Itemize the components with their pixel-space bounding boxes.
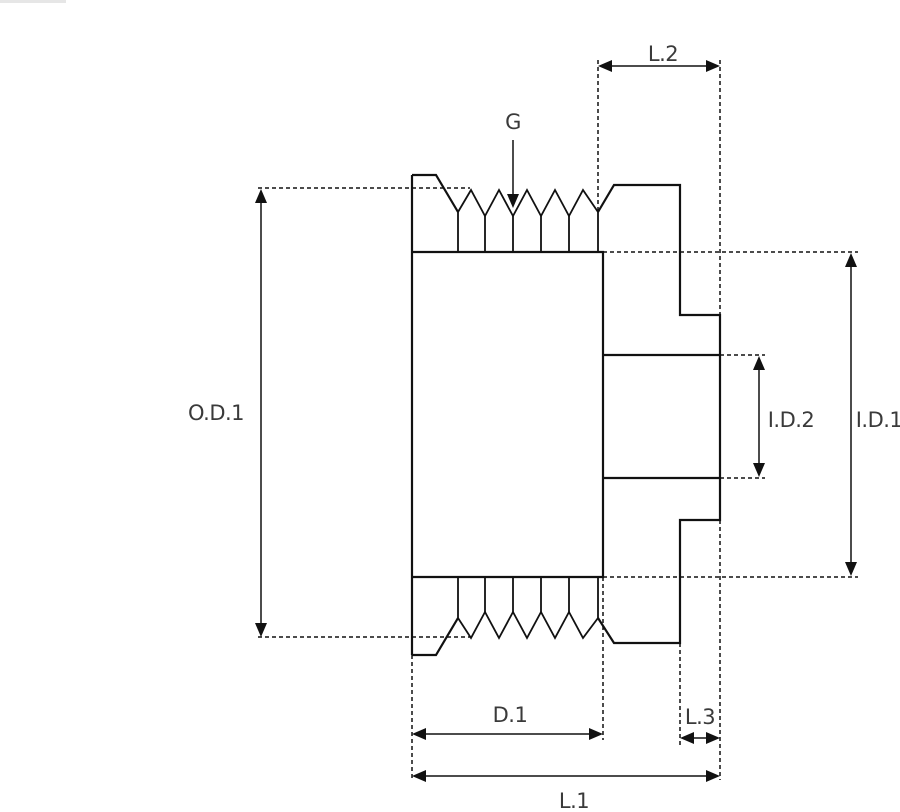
g-leader	[507, 140, 519, 208]
label-l2: L.2	[648, 42, 678, 66]
corner-mark	[0, 0, 66, 3]
label-g: G	[505, 110, 521, 134]
od1-dimension	[255, 189, 267, 637]
top-grooves	[457, 188, 599, 252]
label-od1: O.D.1	[188, 401, 244, 425]
id1-dimension	[845, 253, 857, 576]
pulley-outline	[410, 173, 722, 657]
l1-dimension	[412, 770, 720, 782]
l2-dimension	[598, 60, 720, 72]
d1-dimension	[412, 728, 603, 740]
label-id2: I.D.2	[768, 408, 815, 432]
label-id1: I.D.1	[856, 408, 900, 432]
label-d1: D.1	[493, 703, 528, 727]
label-l3: L.3	[685, 705, 715, 729]
id2-dimension	[753, 356, 765, 477]
l3-dimension	[680, 732, 720, 744]
extension-lines	[258, 60, 858, 780]
label-l1: L.1	[559, 789, 589, 812]
bottom-grooves	[457, 577, 599, 640]
